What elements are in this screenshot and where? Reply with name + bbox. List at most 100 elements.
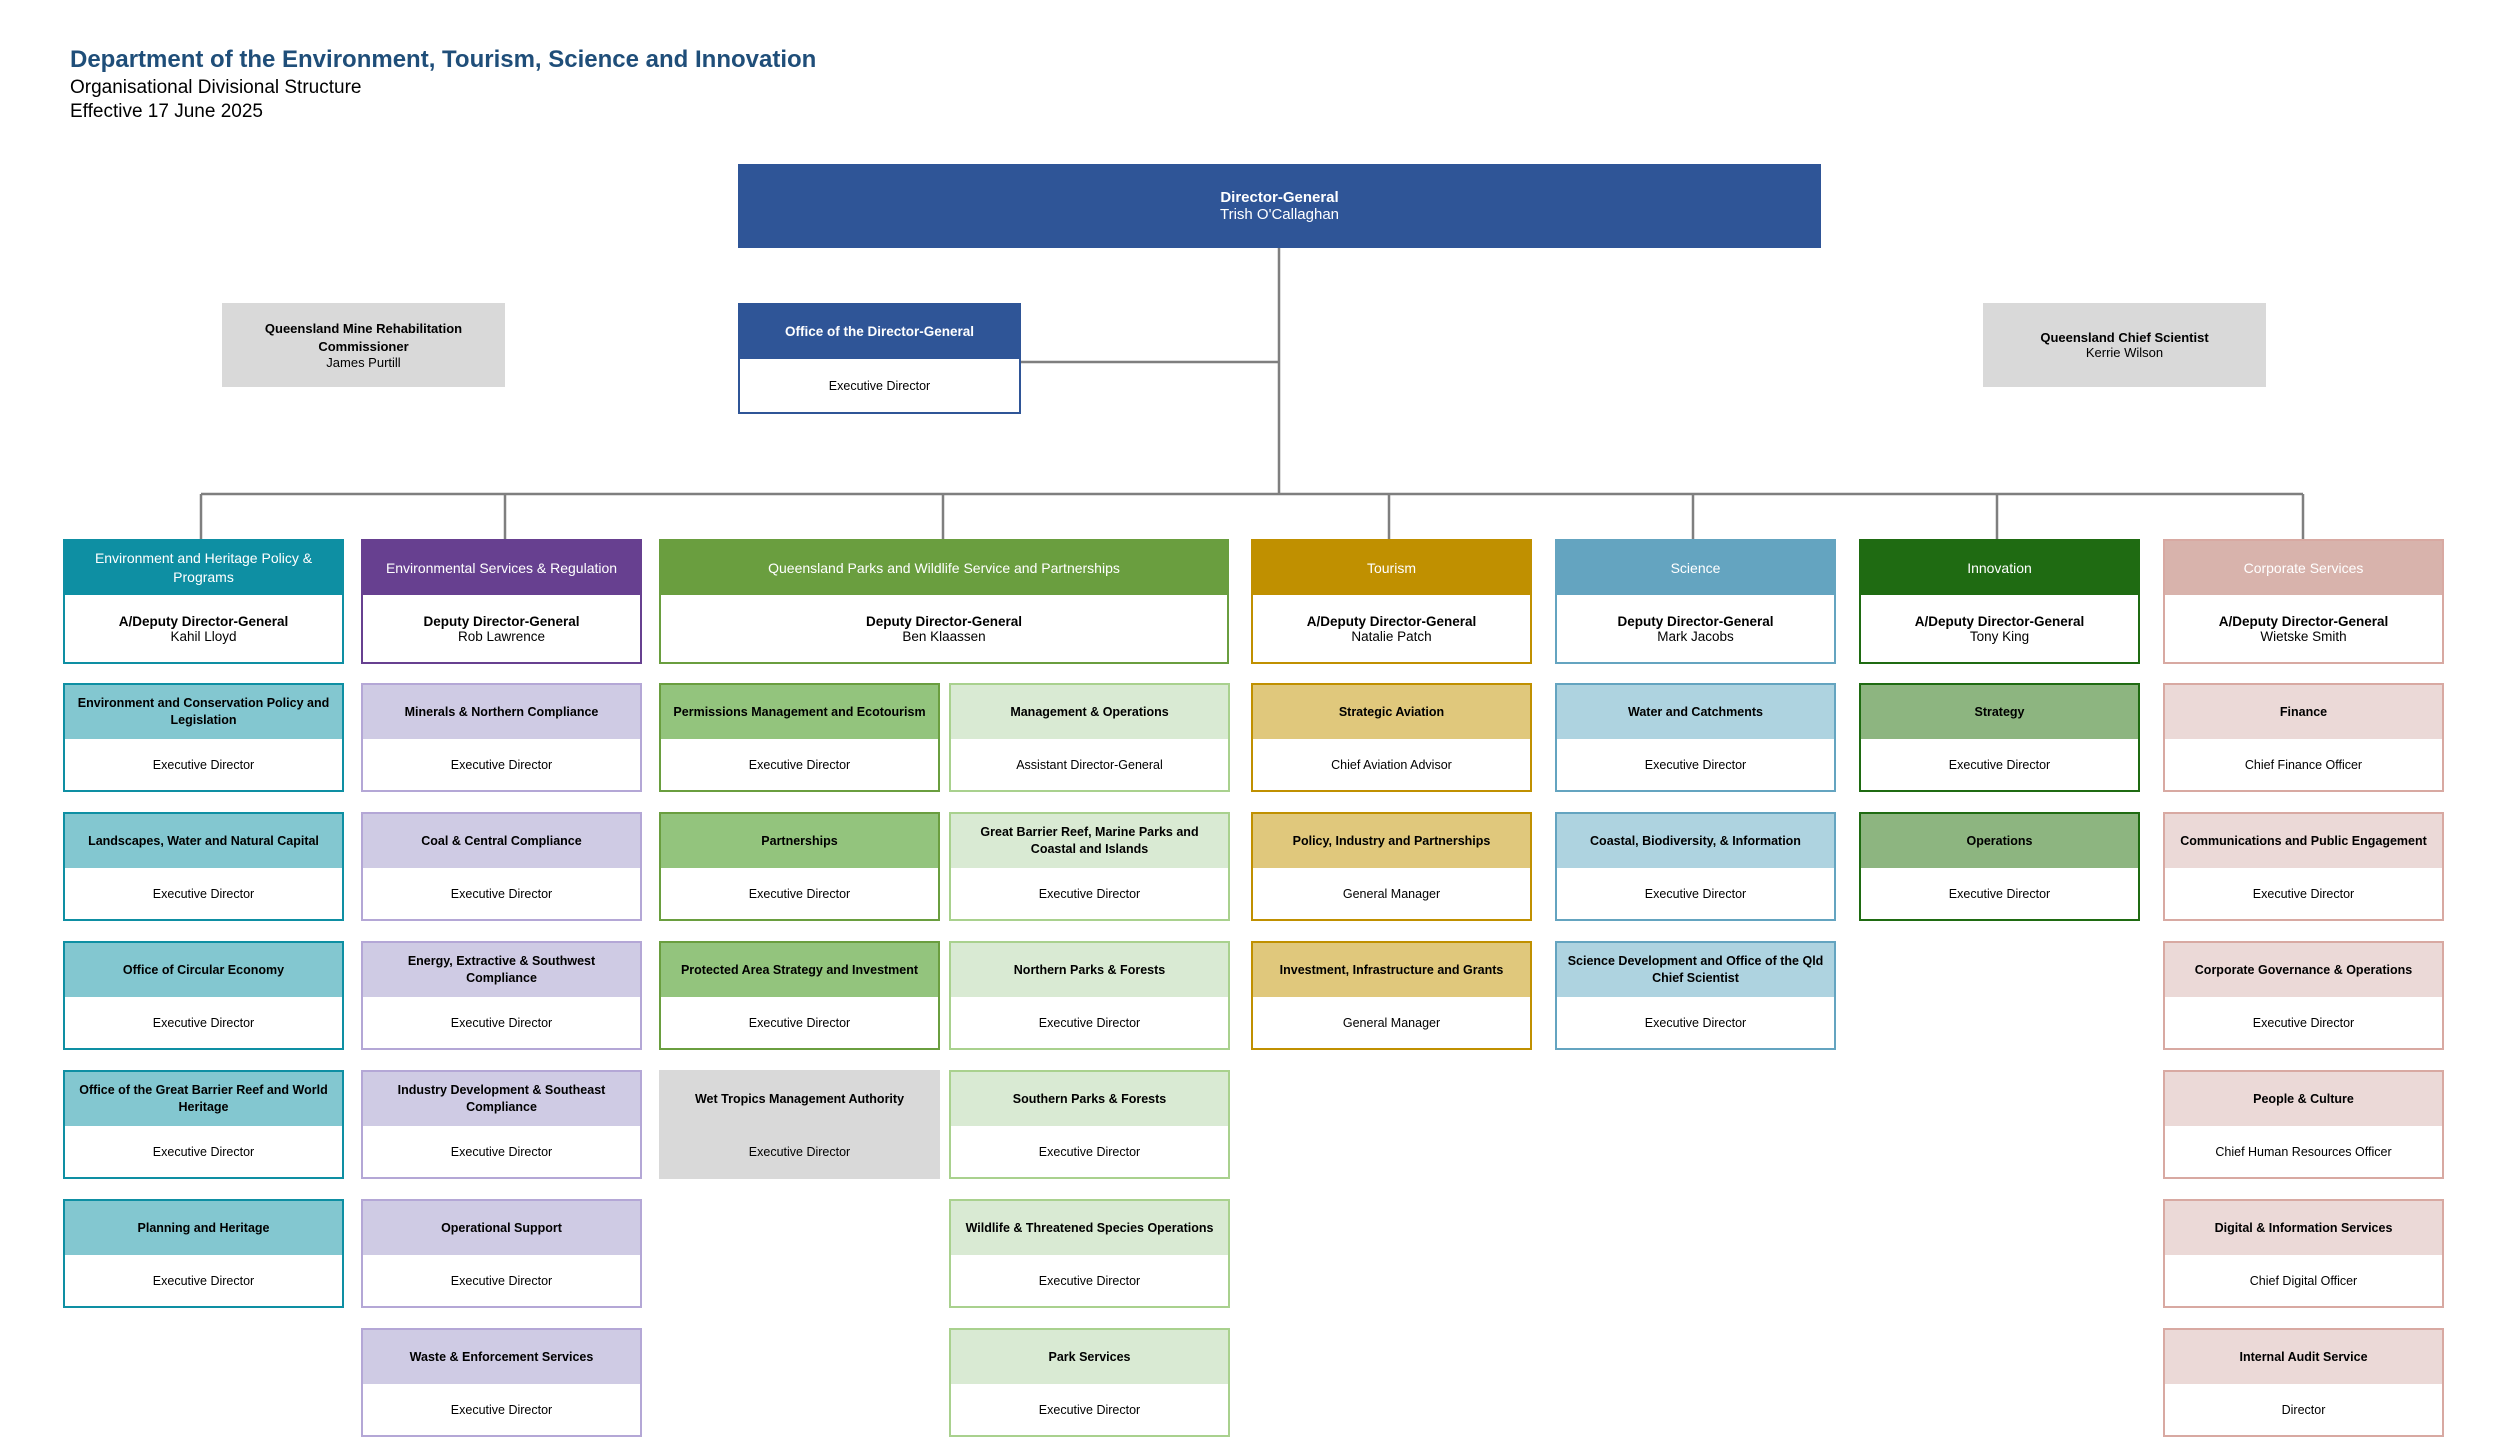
unit-title: Communications and Public Engagement bbox=[2165, 814, 2442, 868]
unit-title: Industry Development & Southeast Complia… bbox=[363, 1072, 640, 1126]
mine-commissioner-title: Queensland Mine Rehabilitation Commissio… bbox=[264, 320, 463, 354]
unit-title: Water and Catchments bbox=[1557, 685, 1834, 739]
unit-role-text: Chief Aviation Advisor bbox=[1331, 757, 1452, 772]
page-title: Department of the Environment, Tourism, … bbox=[70, 46, 817, 73]
unit-role: Executive Director bbox=[363, 1255, 640, 1306]
unit-role: Executive Director bbox=[65, 868, 342, 919]
unit-role-text: Executive Director bbox=[450, 1144, 553, 1159]
unit-industry-development-and-southeast-compliance: Industry Development & Southeast Complia… bbox=[361, 1070, 642, 1179]
unit-role: Executive Director bbox=[363, 1384, 640, 1435]
unit-role: Executive Director bbox=[363, 1126, 640, 1177]
unit-title: People & Culture bbox=[2165, 1072, 2442, 1126]
unit-role: General Manager bbox=[1253, 997, 1530, 1048]
unit-title: Energy, Extractive & Southwest Complianc… bbox=[363, 943, 640, 997]
unit-role: Director bbox=[2165, 1384, 2442, 1435]
unit-title: Operations bbox=[1861, 814, 2138, 868]
unit-role: Executive Director bbox=[1557, 868, 1834, 919]
unit-role-text: Executive Director bbox=[1038, 1273, 1141, 1288]
unit-role-text: Executive Director bbox=[450, 1015, 553, 1030]
unit-role: Executive Director bbox=[65, 739, 342, 790]
unit-role-text: Executive Director bbox=[1038, 1402, 1141, 1417]
division-role: A/Deputy Director-General bbox=[2218, 613, 2389, 629]
unit-title: Coastal, Biodiversity, & Information bbox=[1557, 814, 1834, 868]
unit-title: Park Services bbox=[951, 1330, 1228, 1384]
division-role: Deputy Director-General bbox=[423, 613, 580, 629]
unit-role: Executive Director bbox=[363, 739, 640, 790]
unit-title: Minerals & Northern Compliance bbox=[363, 685, 640, 739]
unit-energy-extractive-and-southwest-compliance: Energy, Extractive & Southwest Complianc… bbox=[361, 941, 642, 1050]
unit-title: Landscapes, Water and Natural Capital bbox=[65, 814, 342, 868]
chief-scientist-title: Queensland Chief Scientist bbox=[2040, 330, 2209, 345]
unit-title: Waste & Enforcement Services bbox=[363, 1330, 640, 1384]
unit-role: Executive Director bbox=[1557, 739, 1834, 790]
unit-role-text: Executive Director bbox=[2252, 886, 2355, 901]
division-title: Tourism bbox=[1253, 541, 1530, 595]
division-title: Innovation bbox=[1861, 541, 2138, 595]
division-role: A/Deputy Director-General bbox=[1306, 613, 1477, 629]
unit-role: Executive Director bbox=[2165, 997, 2442, 1048]
unit-title: Office of Circular Economy bbox=[65, 943, 342, 997]
unit-role: Executive Director bbox=[661, 997, 938, 1048]
dg-title: Director-General bbox=[1220, 189, 1339, 206]
unit-wildlife-and-threatened-species-operations: Wildlife & Threatened Species Operations… bbox=[949, 1199, 1230, 1308]
unit-role-text: Executive Director bbox=[450, 886, 553, 901]
division-head-name: Tony King bbox=[1969, 628, 2030, 644]
unit-role: Executive Director bbox=[65, 997, 342, 1048]
division-role: Deputy Director-General bbox=[1617, 613, 1774, 629]
unit-role-text: Executive Director bbox=[1644, 886, 1747, 901]
unit-role: Executive Director bbox=[951, 1126, 1228, 1177]
division-role: A/Deputy Director-General bbox=[118, 613, 289, 629]
unit-title: Great Barrier Reef, Marine Parks and Coa… bbox=[951, 814, 1228, 868]
office-dg-box: Office of the Director-General Executive… bbox=[738, 303, 1021, 414]
unit-role: Executive Director bbox=[661, 739, 938, 790]
unit-title: Wet Tropics Management Authority bbox=[661, 1072, 938, 1126]
chief-scientist-name: Kerrie Wilson bbox=[2085, 345, 2164, 360]
unit-role: Chief Human Resources Officer bbox=[2165, 1126, 2442, 1177]
unit-role: Chief Aviation Advisor bbox=[1253, 739, 1530, 790]
unit-role-text: Executive Director bbox=[1948, 886, 2051, 901]
unit-role-text: Executive Director bbox=[152, 757, 255, 772]
unit-office-of-the-great-barrier-reef-and-world-heritage: Office of the Great Barrier Reef and Wor… bbox=[63, 1070, 344, 1179]
unit-role-text: Executive Director bbox=[152, 1015, 255, 1030]
unit-role-text: Executive Director bbox=[1038, 1144, 1141, 1159]
unit-role-text: Executive Director bbox=[748, 1144, 851, 1159]
unit-title: Permissions Management and Ecotourism bbox=[661, 685, 938, 739]
unit-title: Wildlife & Threatened Species Operations bbox=[951, 1201, 1228, 1255]
division-head-name: Mark Jacobs bbox=[1657, 628, 1734, 644]
unit-role-text: Executive Director bbox=[450, 1273, 553, 1288]
division-title: Environment and Heritage Policy & Progra… bbox=[65, 541, 342, 595]
unit-role-text: Executive Director bbox=[2252, 1015, 2355, 1030]
mine-commissioner-box: Queensland Mine Rehabilitation Commissio… bbox=[222, 303, 505, 387]
unit-role: General Manager bbox=[1253, 868, 1530, 919]
unit-role-text: General Manager bbox=[1342, 1015, 1441, 1030]
unit-title: Digital & Information Services bbox=[2165, 1201, 2442, 1255]
unit-science-development-and-office-of-the-qld-chief-scientist: Science Development and Office of the Ql… bbox=[1555, 941, 1836, 1050]
unit-title: Southern Parks & Forests bbox=[951, 1072, 1228, 1126]
unit-role-text: Executive Director bbox=[748, 1015, 851, 1030]
unit-title: Partnerships bbox=[661, 814, 938, 868]
division-title: Environmental Services & Regulation bbox=[363, 541, 640, 595]
unit-title: Operational Support bbox=[363, 1201, 640, 1255]
division-head-name: Kahil Lloyd bbox=[170, 628, 237, 644]
division-title: Corporate Services bbox=[2165, 541, 2442, 595]
unit-title: Office of the Great Barrier Reef and Wor… bbox=[65, 1072, 342, 1126]
unit-role: Executive Director bbox=[951, 868, 1228, 919]
